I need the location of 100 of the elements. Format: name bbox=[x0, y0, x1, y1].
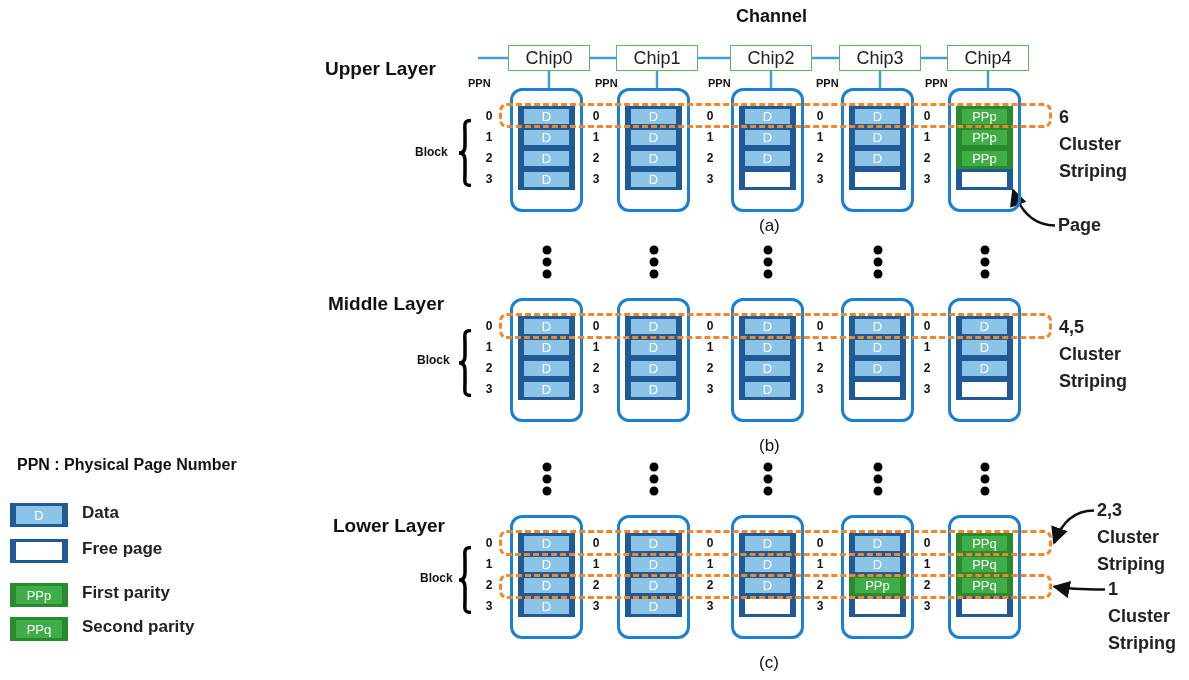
page-number: 0 bbox=[815, 536, 825, 550]
data-page bbox=[625, 379, 682, 400]
page-number: 3 bbox=[484, 599, 494, 613]
page-label: D bbox=[524, 361, 569, 376]
page-number: 3 bbox=[815, 599, 825, 613]
note-text: 1 Cluster Striping bbox=[1108, 576, 1182, 657]
page-number: 0 bbox=[815, 109, 825, 123]
page-number: 2 bbox=[815, 578, 825, 592]
label-text: PPN bbox=[925, 77, 948, 89]
page-number: 2 bbox=[922, 151, 932, 165]
page-label: PPq bbox=[962, 578, 1007, 593]
data-page bbox=[739, 554, 796, 575]
page-number: 1 bbox=[484, 340, 494, 354]
data-page bbox=[849, 106, 906, 127]
data-page bbox=[625, 169, 682, 190]
caption-text: (a) bbox=[759, 216, 780, 236]
data-page bbox=[739, 106, 796, 127]
page-number: 1 bbox=[705, 130, 715, 144]
page-number: 1 bbox=[922, 557, 932, 571]
page-label: D bbox=[524, 536, 569, 551]
page-label: D bbox=[855, 340, 900, 355]
page-label: D bbox=[631, 109, 676, 124]
chip-box bbox=[616, 45, 698, 71]
connector-line bbox=[590, 56, 616, 60]
caption-text: (b) bbox=[759, 436, 780, 456]
data-page bbox=[739, 337, 796, 358]
label-text: PPN bbox=[595, 77, 618, 89]
legend-text: Second parity bbox=[82, 617, 195, 637]
page-label: D bbox=[745, 109, 790, 124]
data-page bbox=[849, 358, 906, 379]
page-label: D bbox=[631, 319, 676, 334]
parity-page bbox=[956, 575, 1013, 596]
page-number: 3 bbox=[591, 382, 601, 396]
connector-line bbox=[812, 56, 839, 60]
page-number: 1 bbox=[922, 130, 932, 144]
dashed-outline bbox=[499, 530, 1052, 556]
chip-label: Chip3 bbox=[856, 47, 904, 69]
page-label: D bbox=[745, 151, 790, 166]
chip-label: Chip2 bbox=[747, 47, 795, 69]
page-label: D bbox=[962, 361, 1007, 376]
legend-text: First parity bbox=[82, 583, 170, 603]
data-page bbox=[518, 358, 575, 379]
page-label: D bbox=[855, 536, 900, 551]
page-label: D bbox=[631, 578, 676, 593]
data-page bbox=[739, 358, 796, 379]
data-page bbox=[625, 337, 682, 358]
data-page bbox=[518, 148, 575, 169]
free-page bbox=[956, 379, 1013, 400]
page-label: D bbox=[745, 361, 790, 376]
page-number: 1 bbox=[922, 340, 932, 354]
page-number: 2 bbox=[815, 361, 825, 375]
label-text: Middle Layer bbox=[328, 293, 445, 315]
page-number: 1 bbox=[591, 340, 601, 354]
page-number: 0 bbox=[591, 536, 601, 550]
page-label: D bbox=[524, 578, 569, 593]
page-number: 2 bbox=[705, 361, 715, 375]
page-label: D bbox=[524, 340, 569, 355]
page-label: D bbox=[631, 340, 676, 355]
label-text: Block bbox=[420, 571, 453, 585]
data-page bbox=[956, 337, 1013, 358]
page-number: 1 bbox=[705, 557, 715, 571]
page-number: 0 bbox=[591, 109, 601, 123]
page-number: 0 bbox=[484, 319, 494, 333]
page-label: PPp bbox=[962, 130, 1007, 145]
page-label: D bbox=[631, 382, 676, 397]
note-text: Page bbox=[1058, 212, 1118, 239]
data-page bbox=[849, 148, 906, 169]
dashed-outline bbox=[499, 574, 1052, 599]
data-page bbox=[518, 106, 575, 127]
label-text: Upper Layer bbox=[325, 58, 436, 80]
page-number: 3 bbox=[484, 172, 494, 186]
data-page bbox=[625, 316, 682, 337]
data-page bbox=[849, 127, 906, 148]
label-text: PPN bbox=[816, 77, 839, 89]
page-label: D bbox=[524, 151, 569, 166]
data-page bbox=[625, 148, 682, 169]
striping-text: 6 Cluster Striping bbox=[1059, 106, 1128, 183]
data-page bbox=[518, 337, 575, 358]
page-label: PPp bbox=[16, 586, 62, 604]
data-page bbox=[625, 127, 682, 148]
legend-text: Data bbox=[82, 503, 119, 523]
page-number: 0 bbox=[705, 536, 715, 550]
label-text: PPN bbox=[468, 77, 491, 89]
data-page bbox=[956, 358, 1013, 379]
page-label: D bbox=[855, 319, 900, 334]
label-text: Block bbox=[415, 145, 448, 159]
data-page bbox=[956, 316, 1013, 337]
data-page bbox=[518, 533, 575, 554]
arrow bbox=[1051, 509, 1095, 545]
page-label: D bbox=[962, 340, 1007, 355]
page-number: 0 bbox=[922, 536, 932, 550]
page-label: PPq bbox=[962, 536, 1007, 551]
page-number: 2 bbox=[922, 578, 932, 592]
page-label: D bbox=[745, 319, 790, 334]
data-page bbox=[625, 533, 682, 554]
page-number: 1 bbox=[484, 557, 494, 571]
page-number: 2 bbox=[484, 361, 494, 375]
page-number: 1 bbox=[815, 130, 825, 144]
chip-label: Chip1 bbox=[633, 47, 681, 69]
page-number: 2 bbox=[591, 151, 601, 165]
